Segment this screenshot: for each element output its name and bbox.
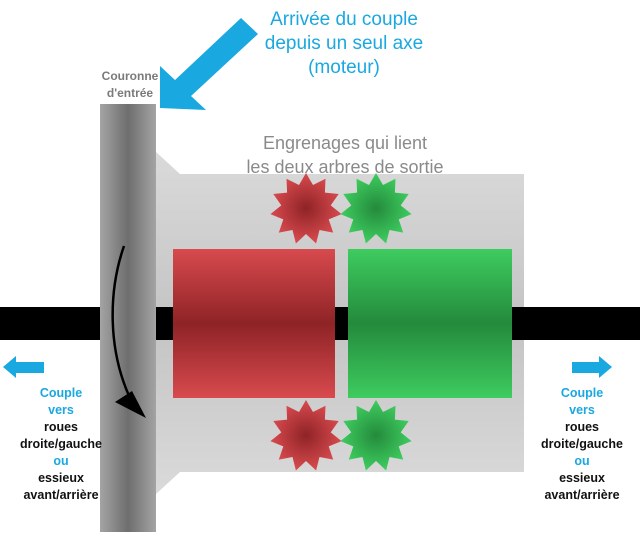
right-output-arrow-icon [572,356,612,378]
gears-label: Engrenages qui lient les deux arbres de … [246,133,444,177]
red-side-gear [173,249,335,398]
left-output-label: Couple vers roues droite/gauche ou essie… [20,386,102,502]
input-torque-label: Arrivée du couple depuis un seul axe (mo… [264,9,424,78]
input-arrow-icon [160,18,258,110]
input-ring-label: Couronne d'entrée [101,69,159,100]
gear-icon [270,173,342,244]
rotation-arrow-icon [111,245,132,399]
gear-icon [340,173,412,244]
gear-icon [270,400,342,471]
right-output-label: Couple vers roues droite/gauche ou essie… [541,386,623,502]
left-output-arrow-icon [3,356,44,378]
green-side-gear [348,249,512,398]
input-ring-gear [100,104,156,532]
gear-icon [340,400,412,471]
rotation-arrow-head [115,391,146,418]
